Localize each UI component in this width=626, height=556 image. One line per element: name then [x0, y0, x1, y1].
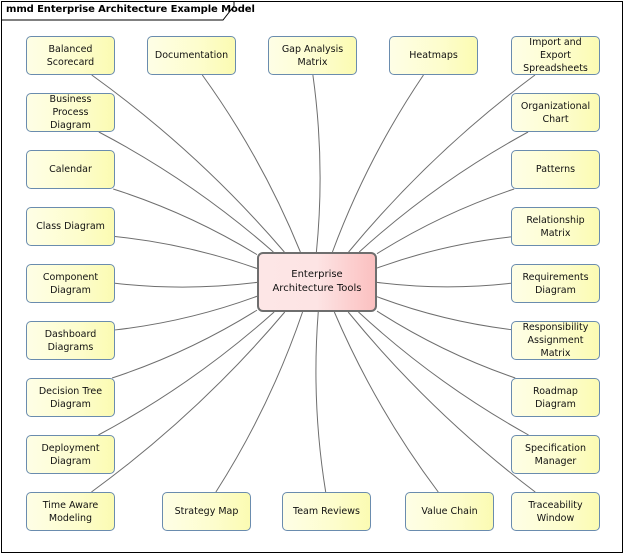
- node-label: Import and Export Spreadsheets: [523, 37, 588, 74]
- node-dashboard-diagrams[interactable]: Dashboard Diagrams: [26, 321, 115, 360]
- node-roadmap-diagram[interactable]: Roadmap Diagram: [511, 378, 600, 417]
- node-label: Value Chain: [421, 506, 478, 517]
- node-label: Specification Manager: [525, 442, 586, 467]
- edge-specification-manager: [358, 311, 529, 436]
- edge-roadmap-diagram: [376, 310, 516, 379]
- edge-relationship-matrix: [376, 236, 512, 269]
- node-label: Deployment Diagram: [41, 442, 100, 467]
- node-heatmaps[interactable]: Heatmaps: [389, 36, 478, 75]
- node-label: Team Reviews: [293, 506, 360, 517]
- edge-strategy-map: [215, 311, 304, 493]
- edge-patterns: [376, 188, 515, 255]
- node-label: Documentation: [154, 50, 229, 61]
- edge-deployment-diagram: [98, 311, 275, 436]
- node-label: Component Diagram: [42, 271, 99, 296]
- node-label: Traceability Window: [528, 499, 583, 524]
- edge-decision-tree-diagram: [111, 309, 258, 379]
- edge-team-reviews: [315, 311, 327, 493]
- node-value-chain[interactable]: Value Chain: [405, 492, 494, 531]
- frame-tab-outline: [1, 1, 235, 21]
- node-label: Gap Analysis Matrix: [281, 43, 344, 68]
- node-requirements-diagram[interactable]: Requirements Diagram: [511, 264, 600, 303]
- node-specification-manager[interactable]: Specification Manager: [511, 435, 600, 474]
- node-label: Business Process Diagram: [49, 94, 92, 131]
- edge-class-diagram: [114, 236, 258, 269]
- node-import-and-export-spreadsheets[interactable]: Import and Export Spreadsheets: [511, 36, 600, 75]
- node-label: Dashboard Diagrams: [44, 328, 97, 353]
- node-label: Patterns: [535, 164, 576, 175]
- node-balanced-scorecard[interactable]: Balanced Scorecard: [26, 36, 115, 75]
- node-component-diagram[interactable]: Component Diagram: [26, 264, 115, 303]
- node-label: Strategy Map: [174, 506, 239, 517]
- node-strategy-map[interactable]: Strategy Map: [162, 492, 251, 531]
- node-label: Responsibility Assignment Matrix: [522, 322, 589, 359]
- node-class-diagram[interactable]: Class Diagram: [26, 207, 115, 246]
- node-label: Requirements Diagram: [522, 271, 589, 296]
- node-traceability-window[interactable]: Traceability Window: [511, 492, 600, 531]
- node-relationship-matrix[interactable]: Relationship Matrix: [511, 207, 600, 246]
- node-label: Roadmap Diagram: [533, 385, 578, 410]
- node-label: Relationship Matrix: [526, 214, 585, 239]
- node-label: Decision Tree Diagram: [38, 385, 103, 410]
- edge-traceability-window: [347, 311, 536, 493]
- edge-heatmaps: [331, 74, 424, 253]
- edge-value-chain: [333, 311, 439, 493]
- node-decision-tree-diagram[interactable]: Decision Tree Diagram: [26, 378, 115, 417]
- edge-import-and-export-spreadsheets: [348, 74, 536, 253]
- edge-time-aware-modeling: [91, 311, 286, 493]
- edge-component-diagram: [114, 281, 258, 288]
- node-deployment-diagram[interactable]: Deployment Diagram: [26, 435, 115, 474]
- edge-documentation: [201, 74, 301, 253]
- frame-title: mmd Enterprise Architecture Example Mode…: [6, 4, 255, 15]
- node-gap-analysis-matrix[interactable]: Gap Analysis Matrix: [268, 36, 357, 75]
- edge-gap-analysis-matrix: [312, 74, 321, 253]
- node-label: Organizational Chart: [520, 100, 591, 125]
- edge-balanced-scorecard: [91, 74, 285, 253]
- node-label: Heatmaps: [409, 50, 458, 61]
- node-business-process-diagram[interactable]: Business Process Diagram: [26, 93, 115, 132]
- node-label: Balanced Scorecard: [46, 43, 95, 68]
- center-node-enterprise-architecture-tools[interactable]: Enterprise Architecture Tools: [257, 252, 377, 312]
- center-node-label: Enterprise Architecture Tools: [272, 269, 362, 294]
- node-documentation[interactable]: Documentation: [147, 36, 236, 75]
- node-team-reviews[interactable]: Team Reviews: [282, 492, 371, 531]
- node-label: Time Aware Modeling: [42, 499, 99, 524]
- edge-dashboard-diagrams: [114, 295, 258, 331]
- node-patterns[interactable]: Patterns: [511, 150, 600, 189]
- node-responsibility-assignment-matrix[interactable]: Responsibility Assignment Matrix: [511, 321, 600, 360]
- node-label: Class Diagram: [36, 221, 105, 232]
- edge-business-process-diagram: [98, 131, 274, 253]
- node-organizational-chart[interactable]: Organizational Chart: [511, 93, 600, 132]
- edge-requirements-diagram: [376, 281, 512, 288]
- node-label: Calendar: [49, 164, 92, 175]
- edge-calendar: [113, 188, 258, 256]
- node-time-aware-modeling[interactable]: Time Aware Modeling: [26, 492, 115, 531]
- node-calendar[interactable]: Calendar: [26, 150, 115, 189]
- edge-responsibility-assignment-matrix: [376, 296, 512, 331]
- edge-organizational-chart: [358, 131, 529, 253]
